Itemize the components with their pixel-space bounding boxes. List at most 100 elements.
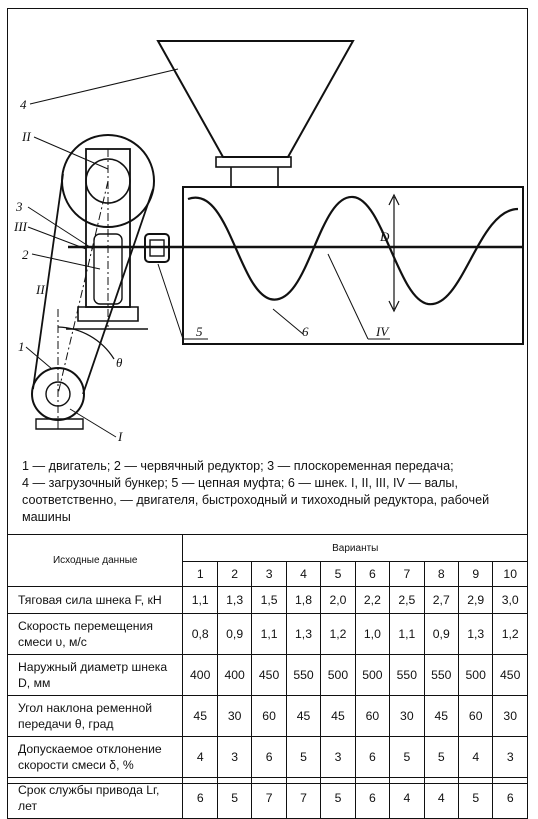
hopper-neck [215,156,292,168]
belt-left [32,173,64,390]
label-motor-shaft: I [117,429,123,444]
param-value: 550 [423,654,459,696]
param-label: Допускаемое отклонение скорости смеси δ,… [6,736,184,778]
param-value: 500 [354,654,391,696]
figure-caption: 1 — двигатель; 2 — червячный редуктор; 3… [22,458,522,526]
param-value: 6 [354,736,391,778]
param-value: 6 [492,777,528,819]
param-value: 500 [457,654,494,696]
caption-line: 1 — двигатель; 2 — червячный редуктор; 3… [22,459,454,473]
caption-line: соответственно, — двигателя, быстроходны… [22,493,490,507]
belt-right [82,188,154,395]
param-value: 45 [285,695,322,737]
param-value: 45 [182,695,218,737]
param-value: 400 [216,654,253,696]
mechanism-drawing: 4 II 3 III 2 II 1 θ I 5 6 IV D [13,40,524,444]
param-label: Срок службы привода Lг, лет [6,777,184,819]
param-label: Скорость перемещения смеси υ, м/с [6,613,184,655]
label-screw: 6 [302,324,309,339]
param-value: 1,2 [320,613,356,655]
variant-number: 9 [457,561,494,587]
param-value: 30 [216,695,253,737]
param-value: 2,2 [354,586,391,614]
param-value: 4 [389,777,425,819]
param-value: 5 [320,777,356,819]
param-value: 0,8 [182,613,218,655]
param-value: 60 [354,695,391,737]
param-value: 6 [354,777,391,819]
param-value: 0,9 [216,613,253,655]
param-value: 1,3 [285,613,322,655]
param-label: Наружный диаметр шнека D, мм [6,654,184,696]
param-value: 1,3 [457,613,494,655]
param-header: Исходные данные [6,534,184,587]
label-shaft-slow: IV [375,324,390,339]
param-value: 6 [251,736,287,778]
param-value: 4 [182,736,218,778]
hopper-shape [156,40,355,158]
variant-number: 2 [216,561,253,587]
label-bunker: 4 [20,97,27,112]
param-label: Тяговая сила шнека F, кН [6,586,184,614]
label-motor: 1 [18,339,25,354]
param-value: 60 [251,695,287,737]
label-shaft-motor-side: III [13,219,28,234]
param-value: 1,1 [182,586,218,614]
coupling-shape [144,233,170,263]
label-diameter: D [379,229,390,244]
param-label: Угол наклона ременной передачи θ, град [6,695,184,737]
param-value: 1,2 [492,613,528,655]
param-value: 1,5 [251,586,287,614]
param-value: 400 [182,654,218,696]
param-value: 7 [285,777,322,819]
param-value: 5 [389,736,425,778]
variant-number: 4 [285,561,322,587]
param-value: 550 [389,654,425,696]
param-value: 450 [492,654,528,696]
variant-number: 7 [389,561,425,587]
label-shaft-fast: II [21,129,31,144]
param-value: 5 [285,736,322,778]
param-value: 2,0 [320,586,356,614]
param-value: 500 [320,654,356,696]
screw-flight [187,195,519,306]
param-value: 4 [457,736,494,778]
caption-line: 4 — загрузочный бункер; 5 — цепная муфта… [22,476,458,490]
variant-number: 3 [251,561,287,587]
param-value: 2,9 [457,586,494,614]
param-value: 3 [216,736,253,778]
param-value: 1,1 [389,613,425,655]
param-value: 6 [182,777,218,819]
source-data-table: Исходные данные Варианты 1 2 3 4 5 6 7 8… [6,534,528,819]
param-value: 45 [320,695,356,737]
caption-line: машины [22,510,71,524]
table-row: Допускаемое отклонение скорости смеси δ,… [6,736,528,778]
param-value: 30 [389,695,425,737]
variants-header: Варианты [182,534,528,562]
param-value: 5 [423,736,459,778]
param-value: 0,9 [423,613,459,655]
variant-number: 10 [492,561,528,587]
param-value: 2,7 [423,586,459,614]
param-value: 4 [423,777,459,819]
param-value: 3 [492,736,528,778]
param-value: 1,1 [251,613,287,655]
param-value: 7 [251,777,287,819]
param-value: 5 [457,777,494,819]
screw-housing [182,186,524,345]
variant-number: 8 [423,561,459,587]
param-value: 3 [320,736,356,778]
param-value: 1,8 [285,586,322,614]
param-value: 550 [285,654,322,696]
param-value: 30 [492,695,528,737]
variant-number: 6 [354,561,391,587]
label-belt-branch: II [35,282,45,297]
param-value: 1,0 [354,613,391,655]
param-value: 450 [251,654,287,696]
